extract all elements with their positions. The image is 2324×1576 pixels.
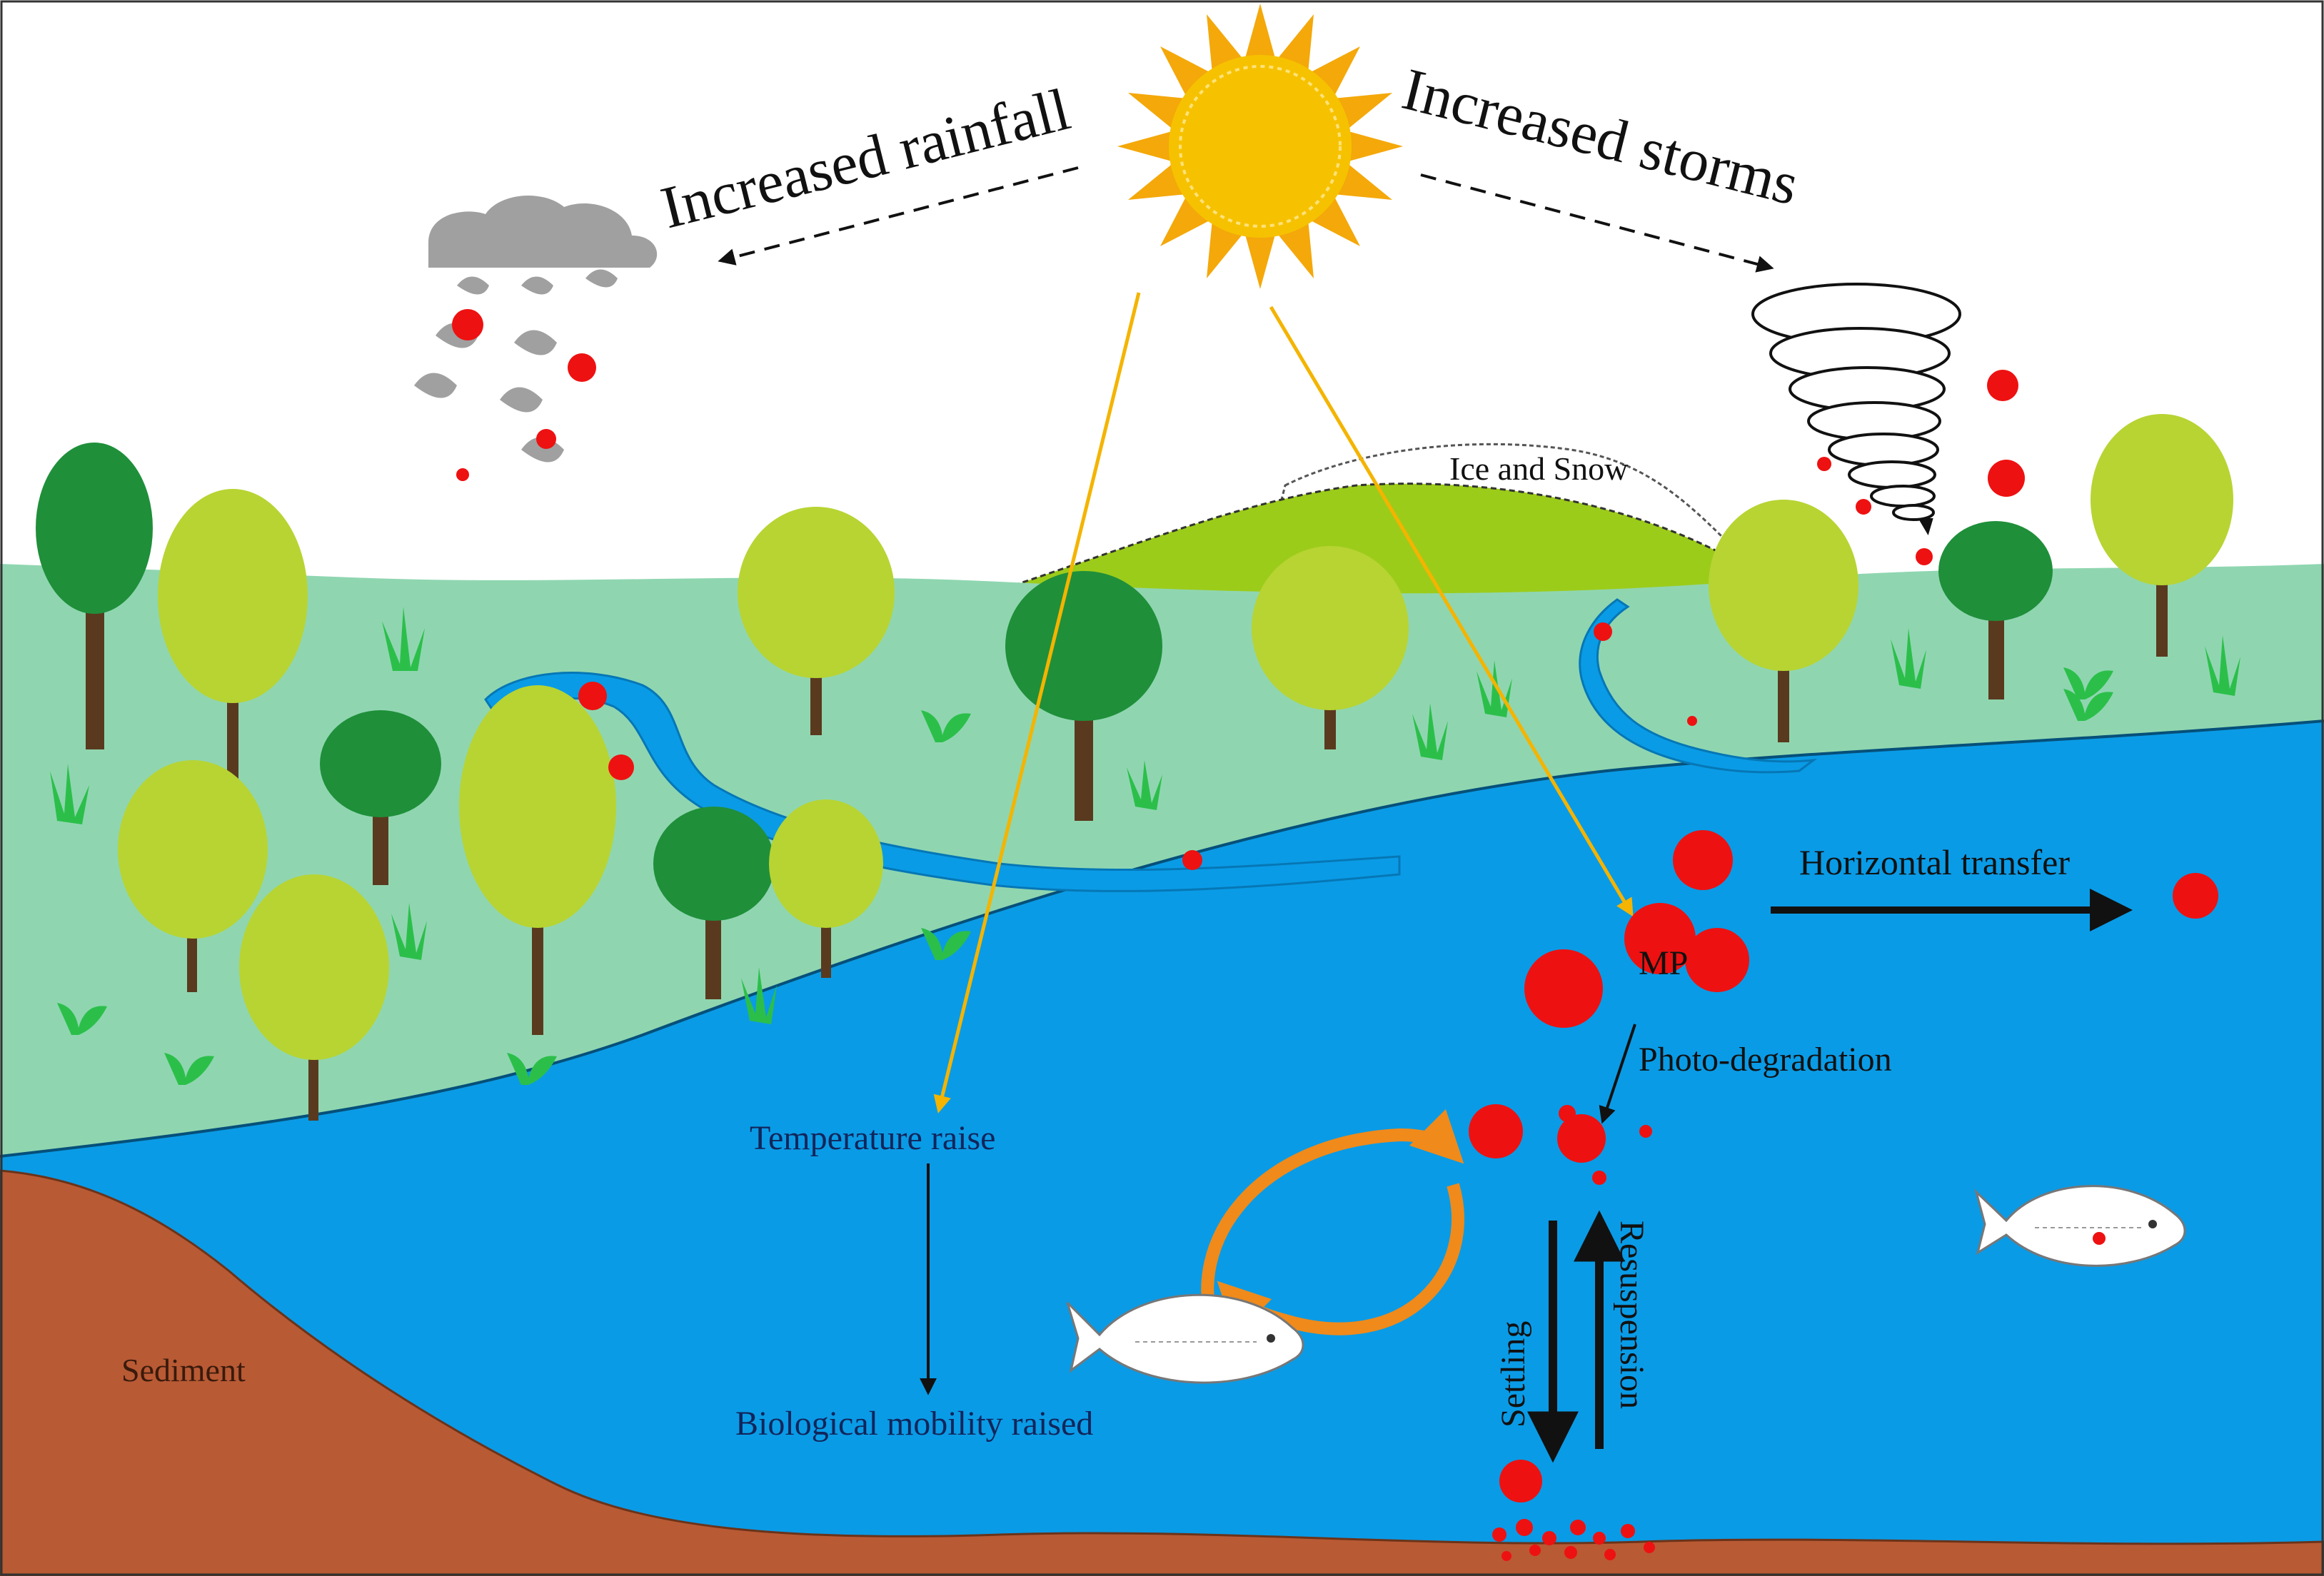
tree-icon [1709,500,1858,742]
sediment-microplastics [1492,1519,1655,1561]
lake-water [0,721,2324,1576]
resuspension-label: Resuspension [1613,1221,1651,1409]
sediment-label: Sediment [121,1352,246,1388]
biological-mobility-label: Biological mobility raised [735,1405,1093,1443]
fish-icon [1066,1293,1304,1384]
photo-degradation-arrow [1599,1024,1636,1124]
microplastic-icon [1469,830,2218,1502]
tree-icon [653,807,775,999]
storm-microplastics [1817,370,2025,565]
stream-microplastics [578,622,1697,870]
stream-left [484,672,1401,892]
tree-icon [769,799,883,978]
tree-icon [2091,414,2233,657]
fish-icon [1974,1185,2186,1267]
tree-icon [1252,546,1409,749]
horizontal-transfer-label: Horizontal transfer [1799,842,2070,882]
tree-icon [320,710,441,885]
tree-icon [158,489,308,785]
settling-label: Settling [1494,1321,1532,1428]
storms-arrow [1420,173,1774,273]
tree-icon [738,507,895,735]
tree-icon [459,685,616,1035]
ice-and-snow-label: Ice and Snow [1449,450,1629,487]
plant-icon [50,607,2240,1085]
cloud-icon [414,195,658,463]
sediment-bed [0,1169,2324,1576]
temperature-raise-label: Temperature raise [750,1119,995,1157]
rainfall-arrow [718,166,1079,266]
tree-icon [118,760,268,992]
rain-microplastics [452,309,596,481]
sun-icon [1117,4,1403,289]
cycle-arrow-top [1201,1108,1464,1330]
sunlight-arrow-mp [1269,305,1634,917]
tree-icon [36,443,153,749]
photo-degradation-label: Photo-degradation [1639,1041,1892,1079]
tornado-icon [1751,283,1961,535]
tree-icon [1938,521,2053,699]
sunlight-arrow-temperature [933,292,1141,1113]
mp-label: MP [1639,944,1688,982]
stream-right [1579,598,1818,774]
tree-icon [239,874,389,1121]
